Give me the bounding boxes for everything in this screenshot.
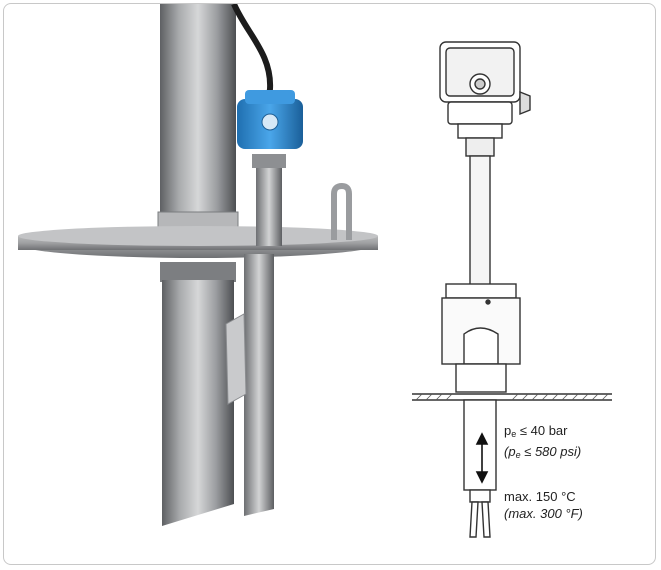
- drawing-fork: [469, 501, 491, 538]
- drawing-rod: [469, 155, 491, 292]
- probe-rod: [244, 254, 274, 516]
- main-pipe-upper: [160, 4, 236, 229]
- pressure-metric: pe ≤ 40 bar: [504, 423, 568, 439]
- main-pipe-lower: [162, 280, 234, 526]
- pressure-spec: pe ≤ 40 bar (pe ≤ 580 psi): [504, 422, 581, 464]
- double-arrow-icon: [475, 432, 489, 484]
- pressure-imperial: (pe ≤ 580 psi): [504, 444, 582, 460]
- technical-drawing: [412, 41, 612, 538]
- lifting-eye: [331, 182, 352, 240]
- temperature-imperial: (max. 300 °F): [504, 506, 583, 521]
- temperature-metric: max. 150 °C: [504, 489, 576, 504]
- installation-photo: [18, 4, 378, 526]
- figure-frame: pe ≤ 40 bar (pe ≤ 580 psi) max. 150 °C (…: [3, 3, 656, 565]
- temperature-spec: max. 150 °C (max. 300 °F): [504, 488, 583, 522]
